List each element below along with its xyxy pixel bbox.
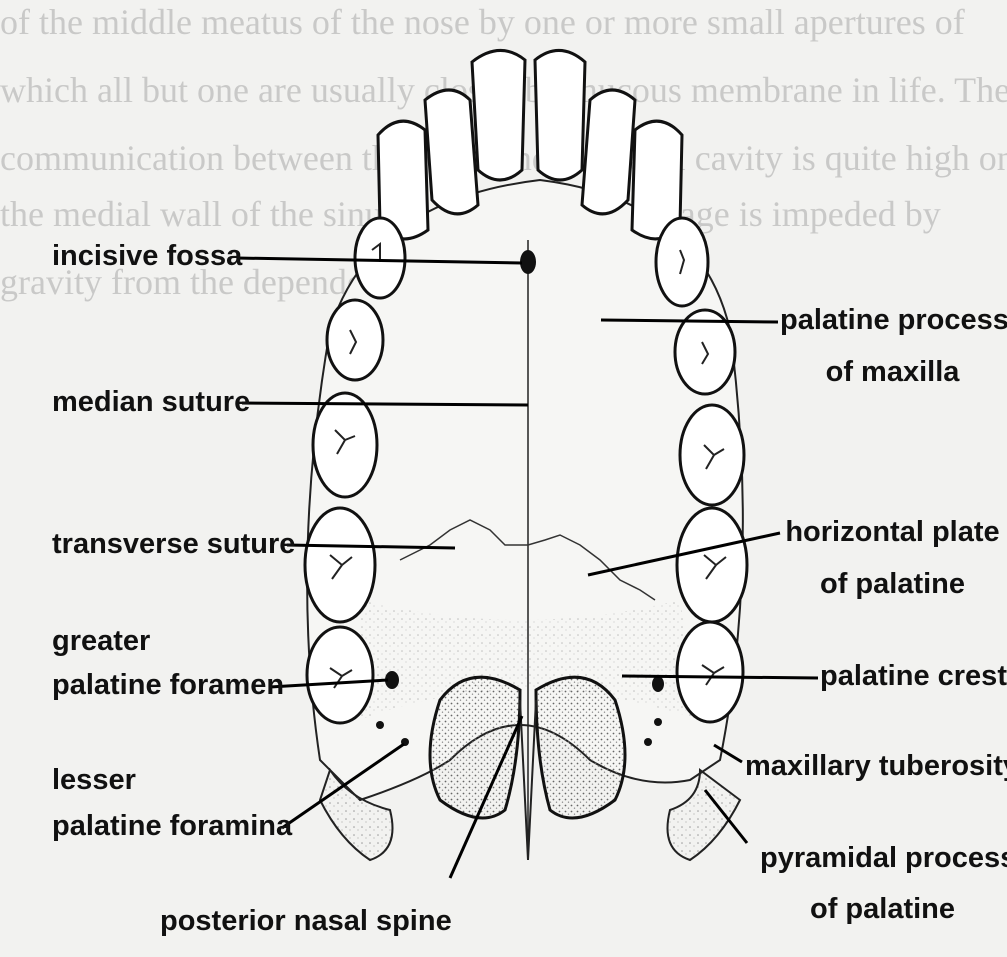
label-median-suture: median suture [52,386,250,419]
right-choana [536,677,625,818]
label-palatine-crest: palatine crest [820,660,1007,693]
label-palatine-process-line2: of maxilla [780,356,1005,389]
label-pyramidal-process-line2: of palatine [760,893,1005,926]
label-transverse-suture: transverse suture [52,528,295,561]
label-horizontal-plate-line1: horizontal plate [780,516,1005,549]
incisive-fossa-mark [520,250,536,274]
label-lesser-palatine-foramina-line1: lesser [52,764,136,797]
label-incisive-fossa: incisive fossa [52,240,242,273]
label-greater-palatine-foramen-line2: palatine foramen [52,669,284,702]
label-horizontal-plate-line2: of palatine [780,568,1005,601]
label-palatine-process-line1: palatine process [780,304,1005,337]
label-posterior-nasal-spine: posterior nasal spine [160,905,452,938]
right-pyramidal-process [668,770,741,860]
label-pyramidal-process-line1: pyramidal process [760,842,1005,875]
label-greater-palatine-foramen-line1: greater [52,625,150,658]
label-lesser-palatine-foramina-line2: palatine foramina [52,810,292,843]
label-maxillary-tuberosity: maxillary tuberosity [745,750,1007,783]
